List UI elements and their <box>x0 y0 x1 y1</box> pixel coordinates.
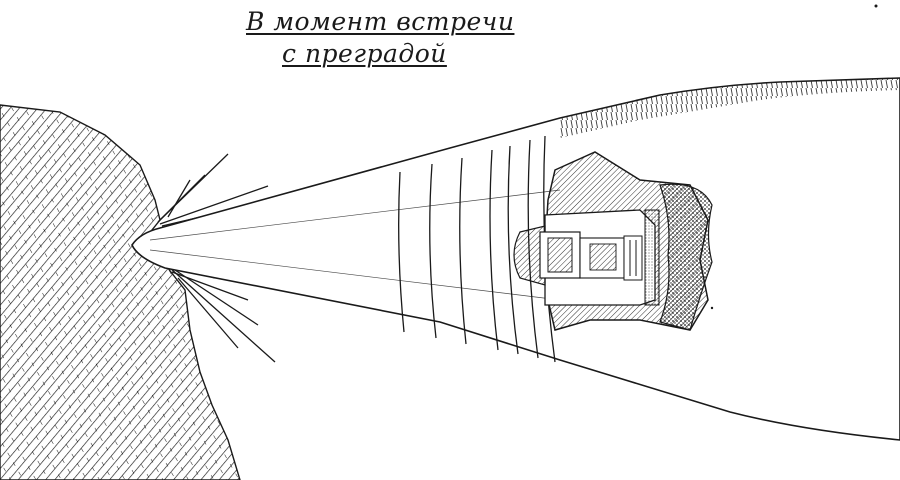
fuze-cutaway <box>513 151 713 331</box>
speck-marks <box>710 4 878 310</box>
obstacle-rock <box>0 104 241 480</box>
caption-line-1: В момент встречи <box>246 7 515 36</box>
figure-caption: В момент встречи с преградой <box>246 6 514 70</box>
caption-line-2: с преградой <box>282 39 447 68</box>
